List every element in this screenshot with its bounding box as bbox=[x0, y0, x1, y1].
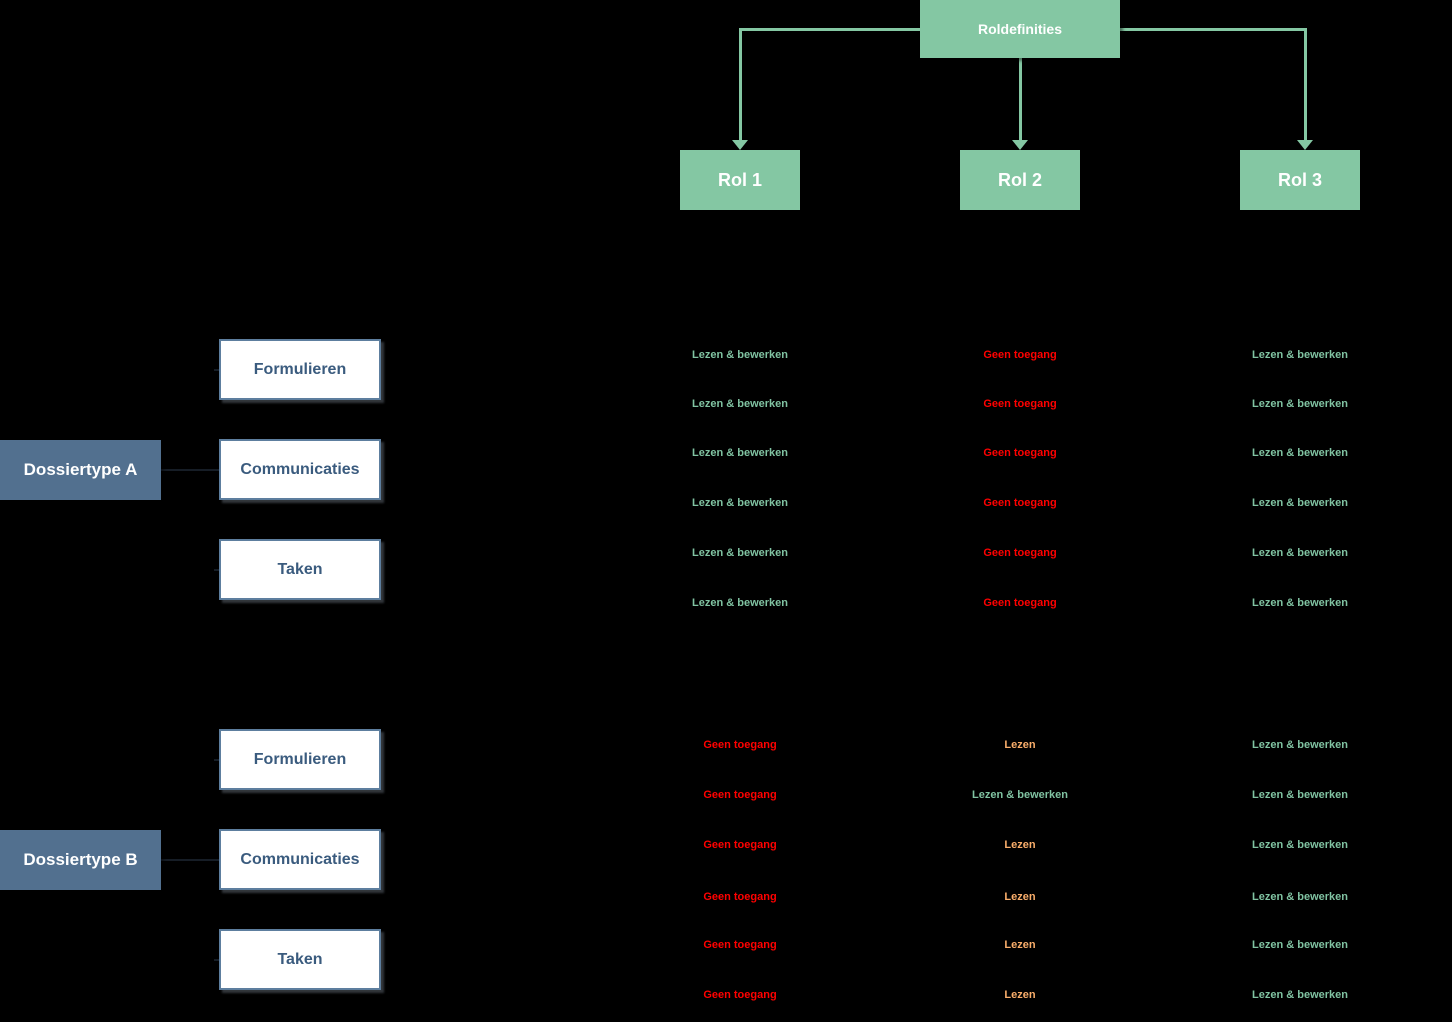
access-cell: Lezen & bewerken bbox=[1252, 789, 1348, 801]
category-box-b-taken: Taken bbox=[219, 929, 381, 990]
access-cell: Lezen & bewerken bbox=[1252, 839, 1348, 851]
access-cell: Lezen & bewerken bbox=[692, 447, 788, 459]
rol-2-node: Rol 2 bbox=[960, 150, 1080, 210]
access-cell: Geen toegang bbox=[983, 497, 1057, 509]
connector-root-to-rol1-horizontal bbox=[739, 28, 920, 31]
access-cell: Lezen bbox=[1004, 989, 1036, 1001]
access-cell: Lezen bbox=[1004, 939, 1036, 951]
access-cell: Lezen & bewerken bbox=[692, 597, 788, 609]
connector-root-to-rol1-vertical bbox=[739, 28, 742, 140]
access-cell: Lezen & bewerken bbox=[1252, 891, 1348, 903]
access-cell: Lezen & bewerken bbox=[1252, 349, 1348, 361]
access-cell: Geen toegang bbox=[703, 939, 777, 951]
connector-root-to-rol3-horizontal bbox=[1120, 28, 1307, 31]
dossiertype-a-node: Dossiertype A bbox=[0, 440, 161, 500]
access-cell: Lezen & bewerken bbox=[692, 497, 788, 509]
connector-dossiertype-b-communicaties bbox=[161, 859, 219, 861]
access-cell: Lezen & bewerken bbox=[1252, 939, 1348, 951]
connector-stub-a-taken bbox=[214, 569, 219, 571]
dossiertype-b-node: Dossiertype B bbox=[0, 830, 161, 890]
rol-1-node: Rol 1 bbox=[680, 150, 800, 210]
arrowhead-rol3-icon bbox=[1297, 140, 1313, 150]
rol-3-node: Rol 3 bbox=[1240, 150, 1360, 210]
arrowhead-rol1-icon bbox=[732, 140, 748, 150]
access-cell: Lezen bbox=[1004, 891, 1036, 903]
roldefinities-node: Roldefinities bbox=[920, 0, 1120, 58]
access-cell: Lezen & bewerken bbox=[692, 398, 788, 410]
access-cell: Lezen & bewerken bbox=[1252, 739, 1348, 751]
connector-dossiertype-a-communicaties bbox=[161, 469, 219, 471]
category-box-b-formulieren: Formulieren bbox=[219, 729, 381, 790]
access-cell: Lezen & bewerken bbox=[692, 349, 788, 361]
access-cell: Lezen & bewerken bbox=[1252, 597, 1348, 609]
arrowhead-rol2-icon bbox=[1012, 140, 1028, 150]
connector-root-to-rol3-vertical bbox=[1304, 28, 1307, 140]
access-cell: Geen toegang bbox=[983, 447, 1057, 459]
access-cell: Lezen & bewerken bbox=[1252, 497, 1348, 509]
access-cell: Lezen & bewerken bbox=[1252, 447, 1348, 459]
access-cell: Lezen & bewerken bbox=[692, 547, 788, 559]
access-cell: Lezen & bewerken bbox=[1252, 398, 1348, 410]
access-cell: Lezen bbox=[1004, 739, 1036, 751]
connector-stub-b-formulieren bbox=[214, 759, 219, 761]
connector-root-to-rol2-vertical bbox=[1019, 58, 1022, 140]
access-cell: Geen toegang bbox=[703, 839, 777, 851]
access-cell: Geen toegang bbox=[703, 989, 777, 1001]
access-cell: Geen toegang bbox=[703, 891, 777, 903]
category-box-a-formulieren: Formulieren bbox=[219, 339, 381, 400]
connector-stub-a-formulieren bbox=[214, 369, 219, 371]
category-box-a-communicaties: Communicaties bbox=[219, 439, 381, 500]
access-cell: Geen toegang bbox=[703, 789, 777, 801]
category-box-a-taken: Taken bbox=[219, 539, 381, 600]
access-cell: Lezen & bewerken bbox=[972, 789, 1068, 801]
category-box-b-communicaties: Communicaties bbox=[219, 829, 381, 890]
connector-stub-b-taken bbox=[214, 959, 219, 961]
access-cell: Lezen & bewerken bbox=[1252, 989, 1348, 1001]
access-cell: Lezen bbox=[1004, 839, 1036, 851]
access-cell: Lezen & bewerken bbox=[1252, 547, 1348, 559]
access-cell: Geen toegang bbox=[983, 398, 1057, 410]
access-cell: Geen toegang bbox=[983, 547, 1057, 559]
access-cell: Geen toegang bbox=[983, 349, 1057, 361]
access-cell: Geen toegang bbox=[983, 597, 1057, 609]
access-cell: Geen toegang bbox=[703, 739, 777, 751]
